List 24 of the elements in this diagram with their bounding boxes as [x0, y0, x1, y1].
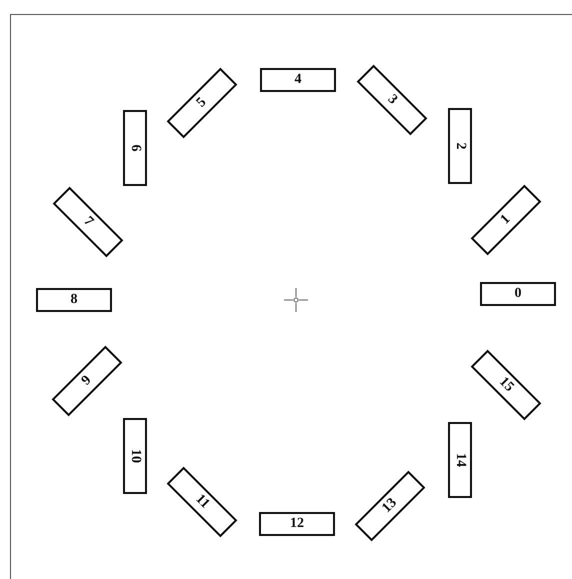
box-number: 15: [495, 374, 517, 396]
numbered-box: [123, 418, 147, 494]
box-number: 11: [192, 492, 212, 512]
box-number: 10: [127, 449, 143, 463]
box-number: 6: [127, 144, 143, 152]
box-number: 3: [384, 92, 400, 108]
box-number: 7: [80, 214, 96, 230]
box-number: 12: [290, 516, 304, 532]
box-number: 14: [452, 453, 468, 467]
numbered-box: [36, 288, 112, 312]
numbered-box: [448, 422, 472, 498]
numbered-box: [260, 68, 336, 92]
box-number: 0: [514, 286, 522, 302]
box-number: 8: [70, 292, 78, 308]
box-number: 2: [452, 142, 468, 150]
box-number: 9: [78, 372, 96, 390]
numbered-box: [448, 108, 472, 184]
numbered-box: [123, 110, 147, 186]
box-number: 5: [194, 94, 210, 112]
box-number: 4: [294, 72, 302, 88]
numbered-box: [480, 282, 556, 306]
box-number: 1: [498, 212, 514, 228]
box-number: 13: [379, 495, 401, 517]
numbered-box: [259, 512, 335, 536]
